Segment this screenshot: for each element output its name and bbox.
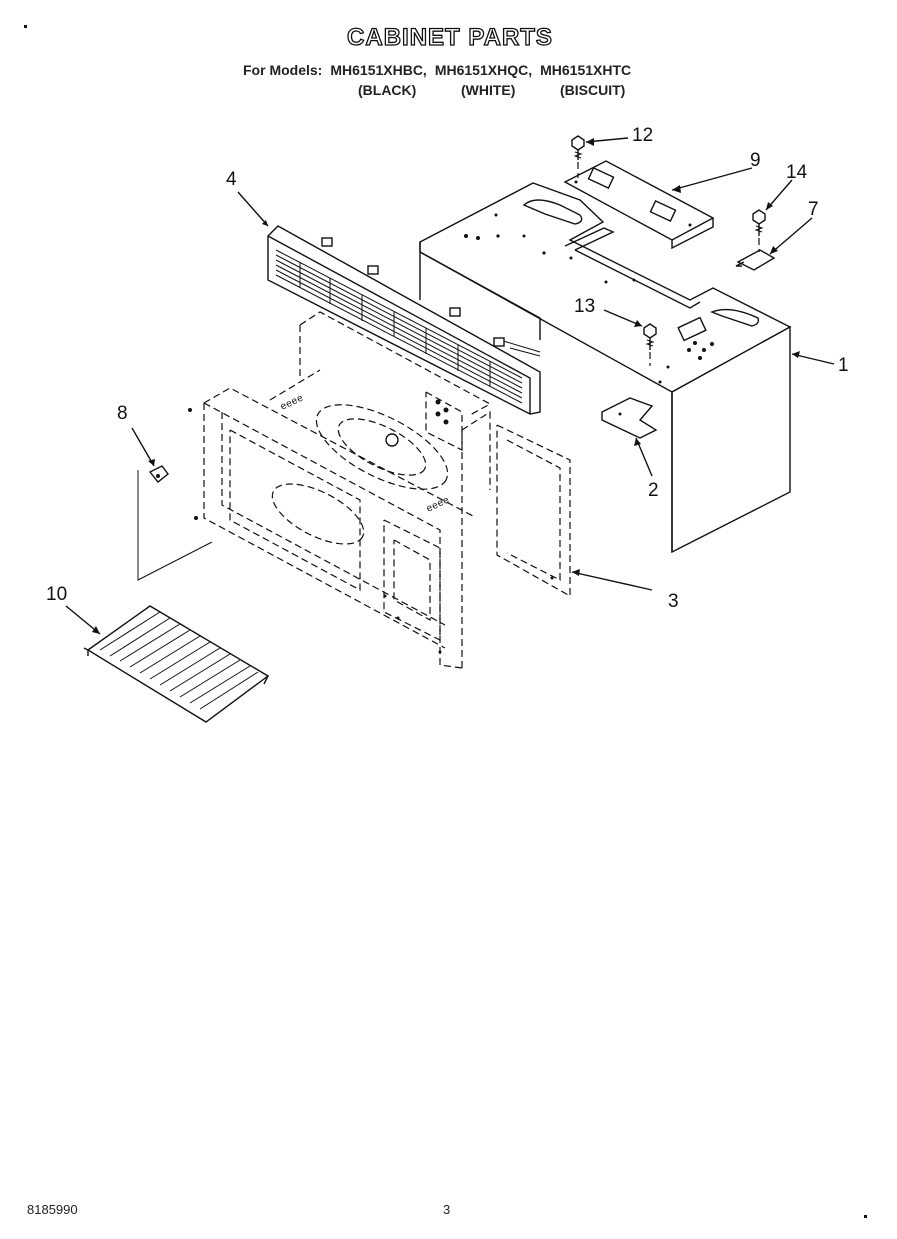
leader-9 bbox=[671, 167, 753, 191]
part-1-cabinet-shell bbox=[419, 182, 792, 554]
part-13-screw bbox=[643, 323, 657, 366]
part-3-chassis-outline: eeee eeee bbox=[188, 311, 571, 669]
leader-1 bbox=[791, 353, 835, 365]
color-white: (WHITE) bbox=[461, 82, 516, 98]
callout-10: 10 bbox=[46, 584, 68, 605]
part-7-clip bbox=[735, 249, 776, 271]
callout-12: 12 bbox=[632, 125, 654, 146]
page-title: CABINET PARTS bbox=[346, 23, 553, 51]
leader-8 bbox=[131, 427, 155, 467]
leader-4 bbox=[237, 191, 269, 227]
part-12-screw bbox=[571, 135, 585, 178]
models-line: For Models: MH6151XHBC, MH6151XHQC, MH6151X… bbox=[243, 62, 639, 78]
svg-text:eeee: eeee bbox=[279, 394, 305, 414]
callout-2: 2 bbox=[648, 480, 659, 501]
leader-lines bbox=[65, 137, 835, 635]
part-10-grease-filter bbox=[83, 605, 270, 723]
color-biscuit: (BISCUIT) bbox=[560, 82, 626, 98]
part-9-mounting-bracket bbox=[563, 160, 715, 250]
callout-4: 4 bbox=[226, 169, 237, 190]
callout-7: 7 bbox=[808, 199, 819, 220]
leader-3 bbox=[571, 571, 653, 591]
color-black: (BLACK) bbox=[358, 82, 417, 98]
part-14-screw bbox=[752, 209, 766, 252]
part-4-vent-grille bbox=[267, 225, 541, 415]
model-white: MH6151XHQC, bbox=[434, 62, 533, 78]
corner-mark-top bbox=[24, 25, 27, 28]
model-black: MH6151XHBC, bbox=[330, 62, 427, 78]
svg-text:eeee: eeee bbox=[425, 496, 451, 516]
callout-13: 13 bbox=[574, 296, 596, 317]
page-number: 3 bbox=[443, 1202, 451, 1217]
callout-8: 8 bbox=[117, 403, 128, 424]
callout-14: 14 bbox=[786, 162, 808, 183]
part-8-hinge-clip bbox=[137, 465, 213, 581]
models-prefix: For Models: bbox=[243, 62, 323, 78]
part-2-bracket bbox=[601, 397, 658, 439]
callout-9: 9 bbox=[750, 150, 761, 171]
corner-mark-bottom bbox=[864, 1215, 867, 1218]
model-biscuit: MH6151XHTC bbox=[540, 62, 632, 78]
doc-number: 8185990 bbox=[27, 1202, 78, 1217]
leader-7 bbox=[769, 217, 813, 255]
callout-1: 1 bbox=[838, 355, 849, 376]
grille-slats bbox=[275, 249, 523, 404]
callout-3: 3 bbox=[668, 591, 679, 612]
